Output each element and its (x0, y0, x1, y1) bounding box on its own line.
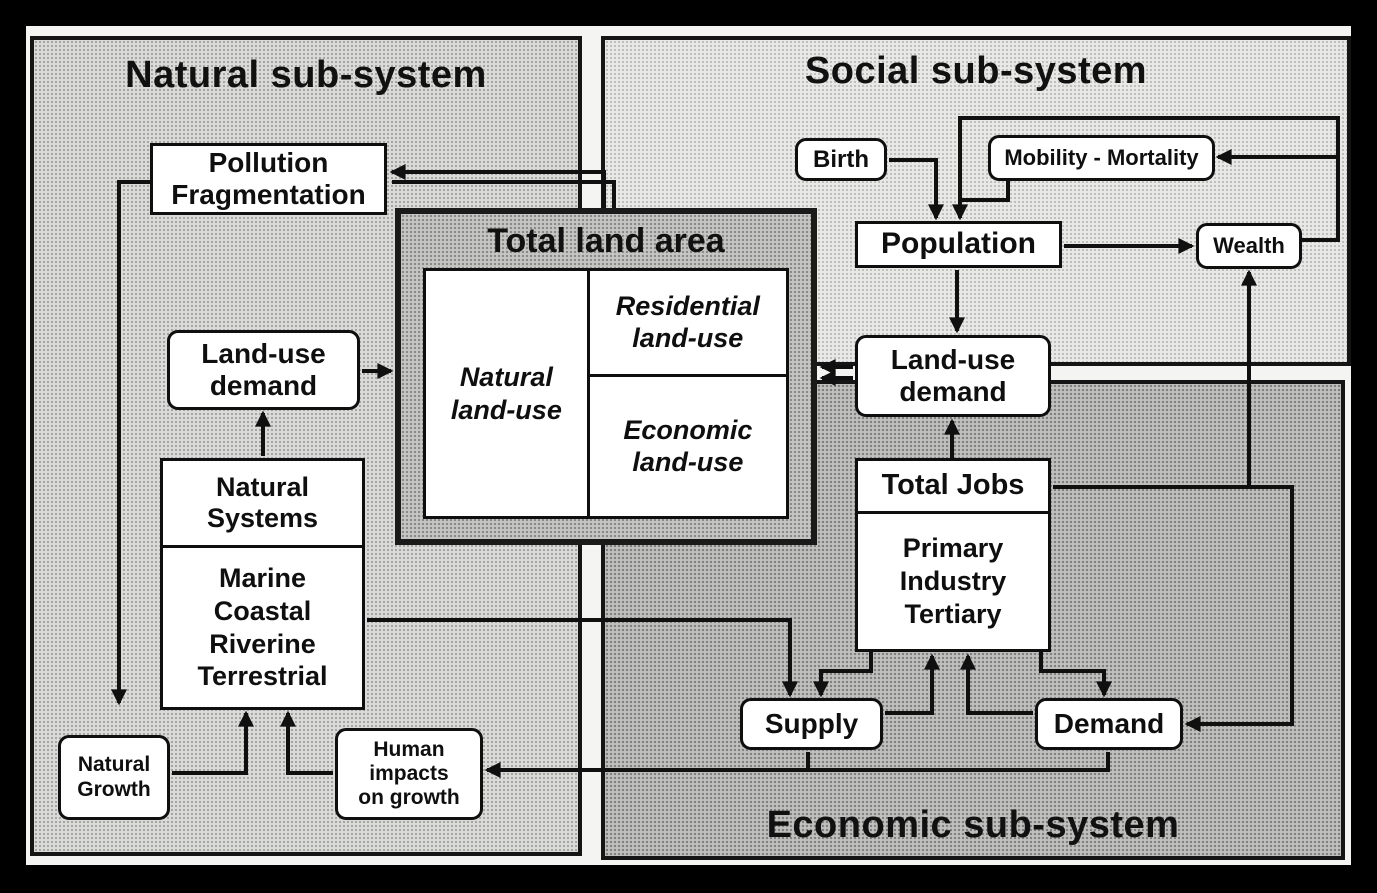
cell-natural-land-use: Natural land-use (426, 271, 590, 516)
cell-residential-land-use-label: Residential land-use (615, 291, 760, 354)
total-land-area-title: Total land area (487, 222, 725, 260)
node-human-impacts: Human impacts on growth (335, 728, 483, 820)
arrow-wealth-loop-to-population (952, 116, 1340, 242)
node-population: Population (855, 221, 1062, 268)
total-jobs-body: Primary Industry Tertiary (899, 533, 1007, 629)
arrow-total-land-to-pollution-a (389, 164, 606, 212)
arrow-jobs-to-demand (1053, 485, 1294, 732)
node-supply: Supply (740, 698, 883, 750)
node-mobility-mortality: Mobility - Mortality (988, 135, 1215, 181)
natural-systems-body: Marine Coastal Riverine Terrestrial (197, 562, 328, 692)
arrow-natural-growth-to-systems (172, 710, 254, 775)
panel-title-social: Social sub-system (804, 50, 1148, 92)
cell-economic-land-use-label: Economic land-use (623, 415, 753, 478)
node-birth: Birth (795, 138, 887, 181)
node-natural-growth: Natural Growth (58, 735, 170, 820)
natural-systems-header: Natural Systems (163, 461, 362, 548)
node-land-use-demand-natural: Land-use demand (167, 330, 360, 410)
node-total-jobs: Total Jobs Primary Industry Tertiary (855, 458, 1051, 652)
total-land-area-grid: Natural land-use Residential land-use Ec… (423, 268, 789, 519)
arrow-demand-to-industry (960, 653, 1033, 715)
panel-title-natural: Natural sub-system (125, 54, 487, 96)
cell-economic-land-use: Economic land-use (590, 377, 786, 516)
cell-natural-land-use-label: Natural land-use (450, 362, 562, 425)
total-land-area-right-column: Residential land-use Economic land-use (589, 271, 786, 516)
arrow-human-impacts-to-systems (280, 710, 333, 775)
arrow-demand-to-human-impacts (484, 752, 1110, 778)
arrow-supply-to-industry (885, 653, 940, 715)
total-jobs-header: Total Jobs (858, 461, 1048, 514)
node-natural-systems: Natural Systems Marine Coastal Riverine … (160, 458, 365, 710)
arrow-birth-to-population (889, 158, 944, 221)
panel-title-economic: Economic sub-system (766, 804, 1180, 846)
arrow-industry-to-supply (813, 652, 873, 698)
node-pollution-fragmentation: Pollution Fragmentation (150, 143, 387, 215)
node-total-land-area: Total land area Natural land-use Residen… (395, 208, 817, 545)
node-demand: Demand (1035, 698, 1183, 750)
arrow-industry-to-demand (1039, 652, 1112, 698)
cell-residential-land-use: Residential land-use (589, 271, 786, 377)
node-land-use-demand-social: Land-use demand (855, 335, 1051, 417)
line-mobility-join (960, 181, 1010, 202)
arrow-layer (111, 116, 1340, 778)
arrow-pollution-feedback-down (111, 180, 150, 706)
node-wealth: Wealth (1196, 223, 1302, 269)
arrow-systems-to-supply (367, 618, 798, 698)
arrow-total-land-to-pollution-b (392, 180, 616, 212)
